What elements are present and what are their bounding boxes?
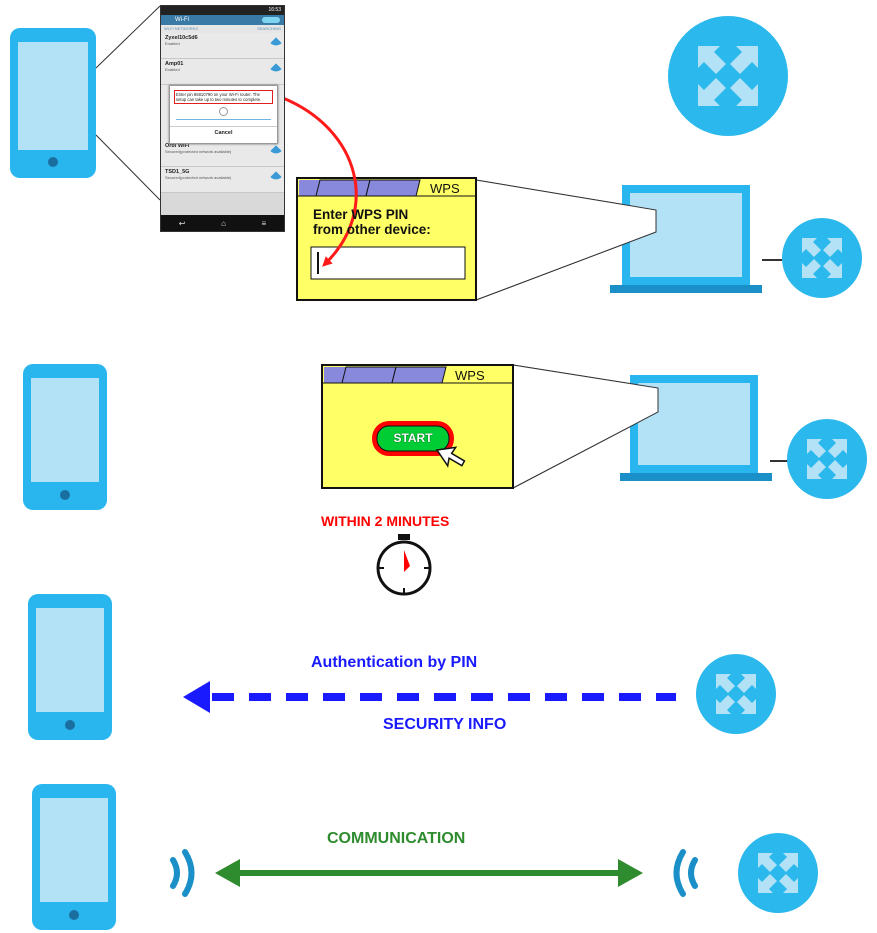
signal-wave-icon [170, 849, 195, 897]
network-status: Enabled [165, 41, 180, 46]
status-bar: 16:53 [161, 6, 284, 15]
security-info-label: SECURITY INFO [383, 716, 507, 733]
stopwatch-icon [376, 534, 432, 596]
network-item[interactable]: Orbi WiFi Secured(protected network avai… [161, 141, 284, 167]
communication-label: COMMUNICATION [327, 830, 466, 847]
wps-pin-window-title: WPS [430, 181, 460, 196]
cancel-button[interactable]: Cancel [170, 126, 277, 136]
network-status: Secured(protected network available) [165, 149, 232, 154]
signal-wave-icon [673, 849, 698, 897]
progress-bar [176, 119, 271, 120]
network-item[interactable]: Amp01 Enabled [161, 59, 284, 85]
wifi-header: Wi-Fi [161, 15, 284, 25]
auth-label: Authentication by PIN [311, 654, 478, 671]
wps-pin-dialog: Enter pin 86810790 on your Wi-Fi router.… [169, 85, 278, 144]
back-icon[interactable]: ↩ [178, 218, 186, 228]
network-status: Secured(protected network available) [165, 175, 232, 180]
cursor-arrow-icon [435, 446, 466, 468]
network-name: Zyxel10c5d6 [165, 35, 198, 41]
wps-pin-prompt: Enter WPS PIN from other device: [313, 207, 431, 237]
network-item[interactable]: TSD1_5G Secured(protected network availa… [161, 167, 284, 193]
android-nav-bar: ↩ ⌂ ≡ [161, 215, 284, 231]
smartphone-icon [32, 784, 116, 930]
phone-screenshot: 16:53 Wi-Fi WI-FI NETWORKS SEARCHING Zyx… [160, 5, 285, 232]
router-icon [782, 218, 862, 298]
smartphone-icon [23, 364, 107, 510]
network-name: Amp01 [165, 61, 184, 67]
router-icon [787, 419, 867, 499]
wps-pin-window [296, 177, 477, 301]
network-item[interactable]: Zyxel10c5d6 Enabled [161, 33, 284, 59]
network-status: Enabled [165, 67, 180, 72]
router-icon [696, 654, 776, 734]
home-icon[interactable]: ⌂ [221, 218, 226, 228]
smartphone-icon [28, 594, 112, 740]
router-icon [668, 16, 788, 136]
network-name: Orbi WiFi [165, 143, 190, 149]
pin-transfer-arrow [282, 96, 358, 267]
menu-icon[interactable]: ≡ [261, 218, 267, 228]
zoom-line [95, 5, 161, 69]
wps-start-window-title: WPS [455, 368, 485, 383]
network-name: TSD1_5G [165, 169, 190, 175]
wifi-title: Wi-Fi [175, 17, 189, 23]
communication-arrow [215, 859, 643, 887]
router-icon [738, 833, 818, 913]
pin-message: Enter pin 86810790 on your Wi-Fi router.… [174, 90, 273, 104]
spinner-icon [219, 107, 228, 116]
zoom-line [95, 134, 161, 201]
wifi-toggle[interactable] [262, 17, 280, 23]
security-info-arrow [183, 681, 676, 713]
start-button-label: START [393, 431, 433, 445]
start-button[interactable] [376, 425, 450, 452]
wps-pin-prompt-line2: from other device: [313, 222, 431, 237]
within-label: WITHIN 2 MINUTES [321, 513, 450, 529]
status-time: 16:53 [268, 7, 281, 13]
smartphone-icon [10, 28, 96, 178]
searching-label: SEARCHING [257, 26, 281, 31]
networks-subheader: WI-FI NETWORKS SEARCHING [161, 25, 284, 33]
networks-label: WI-FI NETWORKS [164, 26, 198, 31]
wps-pin-prompt-line1: Enter WPS PIN [313, 207, 409, 222]
